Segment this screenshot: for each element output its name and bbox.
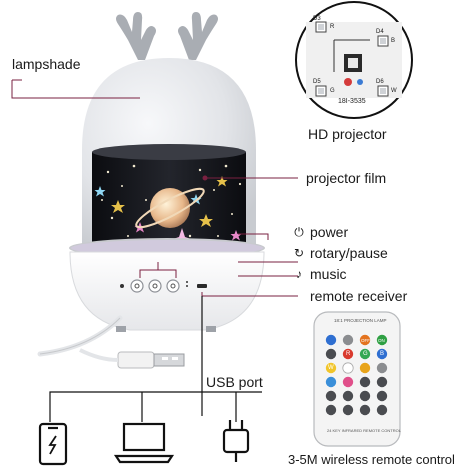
remote-r: R [346, 351, 351, 357]
label-usb-port: USB port [206, 374, 263, 390]
dark-lines [49, 296, 262, 422]
phone-icon [38, 422, 68, 466]
label-rotary-pause: rotary/pause [310, 245, 388, 261]
board-w: W [391, 88, 397, 94]
label-music-row: ♪ music [292, 266, 347, 282]
label-power: power [310, 224, 349, 240]
remote-w: W [328, 365, 334, 371]
leader-lines [11, 79, 298, 297]
board-d6: D6 [376, 79, 384, 85]
label-remote-range: 3-5M wireless remote control [288, 452, 455, 467]
label-projector-film: projector film [306, 170, 387, 186]
remote-off: OFF [361, 338, 370, 343]
remote-header: 18:1 PROJECTION LAMP [334, 318, 387, 323]
usb-plug-icon [79, 348, 185, 369]
remote-b: B [380, 351, 385, 357]
hd-projector-board [295, 1, 413, 119]
board-r: R [330, 24, 335, 30]
saturn-planet [135, 187, 205, 229]
label-lampshade: lampshade [12, 56, 81, 72]
power-icon: ⏻ [294, 224, 304, 239]
label-music: music [310, 266, 347, 282]
board-b: B [391, 38, 396, 44]
laptop-icon [113, 422, 175, 464]
label-power-row: ⏻ power [292, 224, 348, 240]
label-remote-receiver: remote receiver [310, 288, 408, 304]
label-hd-projector: HD projector [308, 126, 387, 142]
remote-on: ON [378, 338, 385, 343]
label-rotary-row: ↻ rotary/pause [292, 245, 388, 261]
wall-plug-icon [222, 420, 250, 462]
board-d3: D3 [313, 16, 321, 22]
projector-film [92, 144, 246, 252]
board-model: 18I-3535 [338, 98, 366, 105]
antlers [116, 12, 218, 60]
board-d4: D4 [376, 29, 384, 35]
base-buttons [120, 279, 207, 293]
board-g: G [330, 88, 335, 94]
board-d5: D5 [313, 79, 321, 85]
music-note-icon: ♪ [296, 267, 302, 281]
usb-cable [37, 315, 123, 357]
rotary-icon: ↻ [293, 246, 305, 260]
remote-footer: 24 KEY INFRARED REMOTE CONTROL [327, 428, 401, 433]
remote-g: G [363, 351, 368, 357]
lamp-base [69, 238, 265, 332]
